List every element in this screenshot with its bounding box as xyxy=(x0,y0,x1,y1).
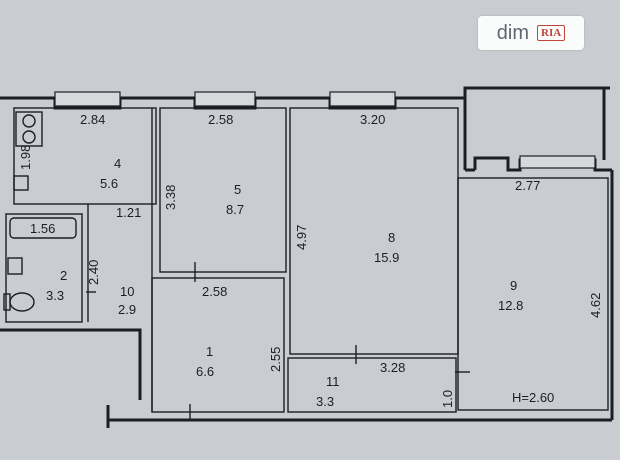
room-10-number: 10 xyxy=(120,284,134,299)
dim-r9-height: 4.62 xyxy=(588,293,603,318)
room-10-area: 2.9 xyxy=(118,302,136,317)
room-11-area: 3.3 xyxy=(316,394,334,409)
room-5-area: 8.7 xyxy=(226,202,244,217)
room-1-area: 6.6 xyxy=(196,364,214,379)
watermark-brand: dim xyxy=(496,21,530,44)
dim-r1-height: 2.55 xyxy=(268,347,283,372)
room-labels: 4 5.6 5 8.7 8 15.9 9 12.8 2 3.3 10 2.9 1… xyxy=(46,156,554,409)
sink-icon xyxy=(13,175,29,191)
fixtures xyxy=(3,111,77,312)
room-2-area: 3.3 xyxy=(46,288,64,303)
dim-r11-height: 1.0 xyxy=(440,390,455,408)
dim-bath-height: 2.40 xyxy=(86,260,101,285)
room-2-number: 2 xyxy=(60,268,67,283)
room-1-number: 1 xyxy=(206,344,213,359)
room-5-number: 5 xyxy=(234,182,241,197)
dim-r5-width: 2.58 xyxy=(208,112,233,127)
dim-r8-height: 4.97 xyxy=(294,225,309,250)
room-9-area: 12.8 xyxy=(498,298,523,313)
dim-r4-width: 2.84 xyxy=(80,112,105,127)
room-8-number: 8 xyxy=(388,230,395,245)
window-room5 xyxy=(194,91,256,107)
room-8-area: 15.9 xyxy=(374,250,399,265)
ceiling-height: H=2.60 xyxy=(512,390,554,405)
dim-corridor-width: 1.21 xyxy=(116,205,141,220)
toilet-icon xyxy=(9,292,35,312)
walls xyxy=(0,86,614,428)
window-room9 xyxy=(519,155,596,169)
dim-r11-width: 3.28 xyxy=(380,360,405,375)
dim-r5-height: 3.38 xyxy=(163,185,178,210)
room-4-number: 4 xyxy=(114,156,121,171)
watermark-badge: RIA xyxy=(537,25,566,41)
dimension-labels: 2.84 1.98 2.58 3.38 3.20 4.97 2.77 4.62 … xyxy=(18,112,603,408)
bathtub-icon xyxy=(9,217,77,239)
stove-icon xyxy=(15,111,43,147)
dim-r1-width: 2.58 xyxy=(202,284,227,299)
room-11-number: 11 xyxy=(326,374,340,389)
window-room4 xyxy=(54,91,121,107)
windows xyxy=(54,91,596,169)
dim-r4-height: 1.98 xyxy=(18,145,33,170)
washbasin-icon xyxy=(7,257,23,275)
dim-ria-watermark: dim RIA xyxy=(478,16,584,50)
room-4-area: 5.6 xyxy=(100,176,118,191)
dim-bath-width: 1.56 xyxy=(30,221,55,236)
dim-r8-width: 3.20 xyxy=(360,112,385,127)
room-9-number: 9 xyxy=(510,278,517,293)
window-room8 xyxy=(329,91,396,107)
dim-r9-width: 2.77 xyxy=(515,178,540,193)
